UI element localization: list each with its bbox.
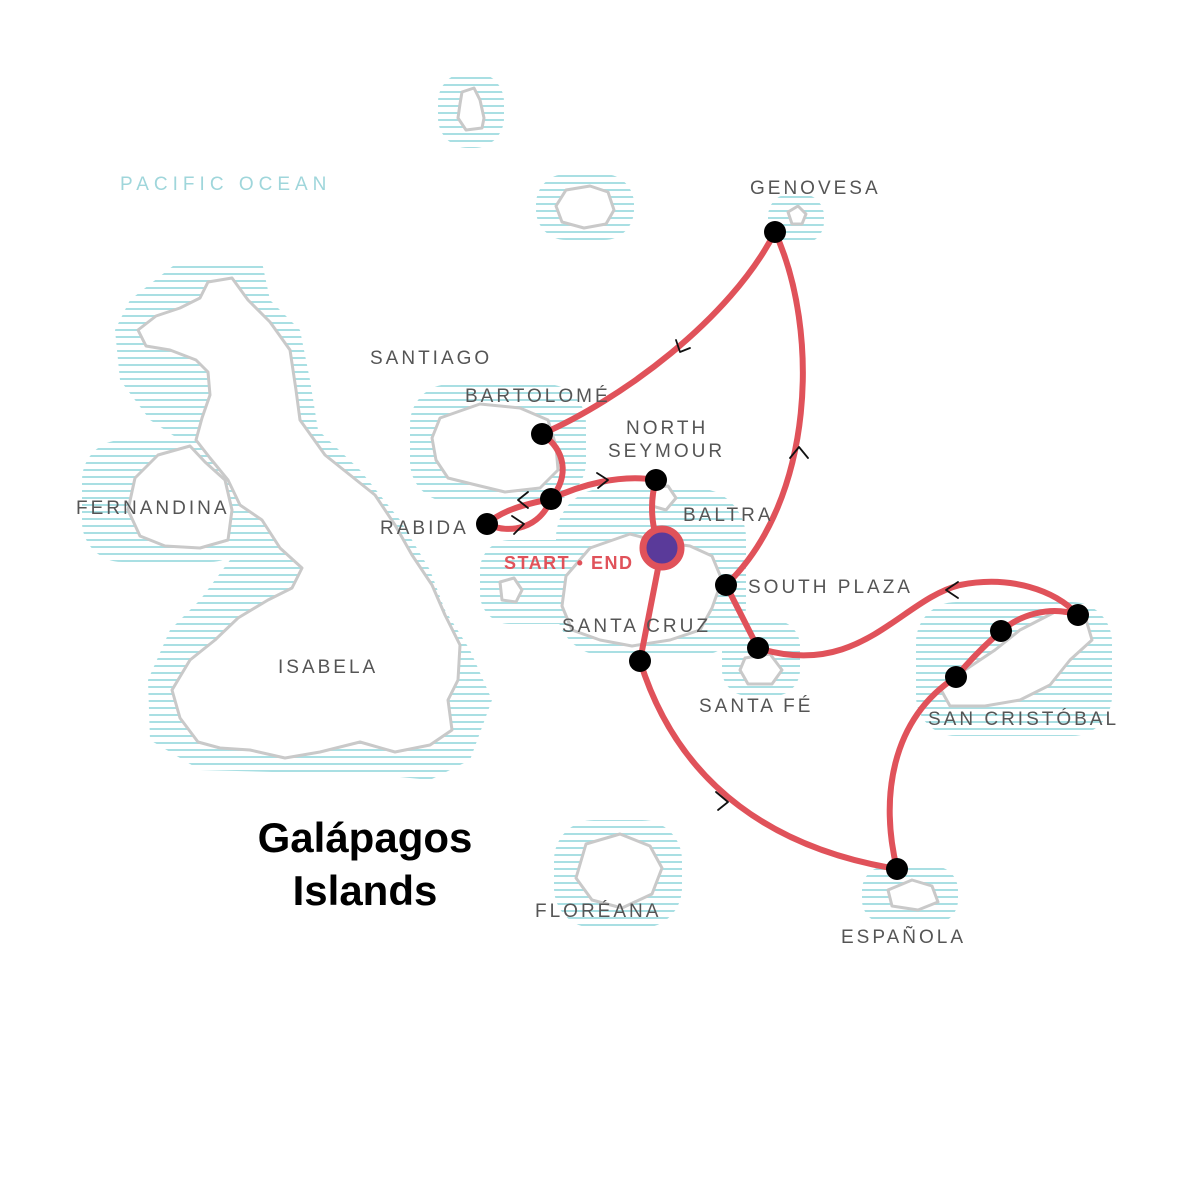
stop-san-cristobal-mid [990, 620, 1012, 642]
island-santiago [430, 402, 560, 494]
label-santa-cruz: SANTA CRUZ [562, 616, 711, 637]
route-espanola-santa-cruz [637, 658, 900, 872]
route-santa-fe-san-cristobal [755, 578, 1081, 659]
island-pinta [456, 86, 486, 132]
start-end-label: START • END [504, 553, 633, 573]
arrow-rabida-leg-2 [511, 515, 525, 535]
stop-santa-fe [747, 637, 769, 659]
route-genovesa-south-plaza [723, 229, 806, 588]
stop-espanola [886, 858, 908, 880]
stop-san-cristobal-west [945, 666, 967, 688]
label-floreana: FLORÉANA [535, 901, 661, 922]
stop-santiago-west [540, 488, 562, 510]
label-isabela: ISABELA [278, 657, 378, 678]
island-marchena [554, 184, 616, 230]
island-floreana [574, 832, 664, 910]
arrow-rabida-leg-1 [517, 491, 529, 509]
start-end-marker [639, 525, 685, 571]
label-fernandina: FERNANDINA [76, 498, 230, 519]
route-south-plaza-santa-fe [723, 582, 761, 651]
island-genovesa [786, 204, 808, 226]
label-genovesa: GENOVESA [750, 178, 881, 199]
stop-north-seymour [645, 469, 667, 491]
route-to-espanola [886, 674, 959, 872]
island-rabida [498, 576, 524, 604]
label-north-seymour-2: SEYMOUR [608, 441, 725, 462]
map-title-line2: Islands [293, 867, 438, 914]
arrow-espanola-leg [715, 791, 729, 811]
arrow-north-seymour-leg [596, 472, 609, 489]
stop-south-plaza [715, 574, 737, 596]
island-espanola [886, 878, 940, 912]
labels: PACIFIC OCEAN GENOVESA SANTIAGO BARTOLOM… [76, 174, 1119, 948]
stop-san-cristobal-east [1067, 604, 1089, 626]
stops [476, 221, 1089, 880]
island-san-cristobal [938, 610, 1094, 708]
label-south-plaza: SOUTH PLAZA [748, 577, 913, 598]
label-north-seymour-1: NORTH [626, 418, 708, 439]
arrow-san-cristobal-leg [945, 581, 959, 599]
label-san-cristobal: SAN CRISTÓBAL [928, 708, 1119, 730]
arrow-up-leg [789, 446, 809, 459]
label-santa-fe: SANTA FÉ [699, 696, 813, 717]
stop-bartolome [531, 423, 553, 445]
label-bartolome: BARTOLOMÉ [465, 386, 611, 407]
stop-rabida [476, 513, 498, 535]
label-rabida: RABIDA [380, 518, 469, 539]
route-direction-arrows [511, 339, 959, 811]
stop-santa-cruz [629, 650, 651, 672]
label-santiago: SANTIAGO [370, 348, 492, 369]
ocean-label: PACIFIC OCEAN [120, 174, 331, 195]
label-baltra: BALTRA [683, 505, 774, 526]
island-fernandina [126, 444, 234, 550]
islands [126, 86, 1094, 912]
arrow-genovesa-leg [675, 339, 691, 353]
route-bartolome-genovesa [539, 229, 778, 437]
map-title-line1: Galápagos [258, 814, 473, 861]
island-isabela [136, 276, 462, 760]
stop-genovesa [764, 221, 786, 243]
label-espanola: ESPAÑOLA [841, 926, 966, 948]
